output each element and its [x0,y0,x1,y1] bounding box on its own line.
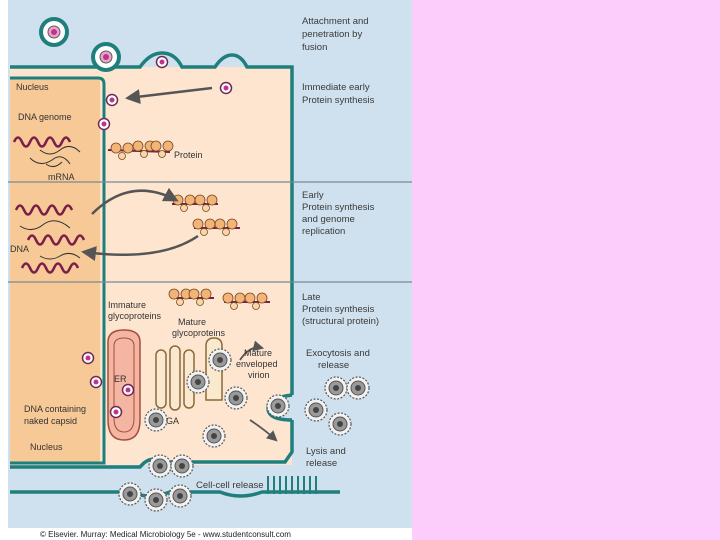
stage-immediate-2: Protein synthesis [302,95,375,106]
virion-attaching [93,44,119,70]
stage-early-3: and genome [302,214,355,225]
label-virion-2: enveloped [236,359,278,369]
credit-text: © Elsevier. Murray: Medical Microbiology… [40,530,291,539]
stage-attachment-3: fusion [302,42,327,53]
capsid-entering [221,83,232,94]
stage-early-1: Early [302,190,324,201]
endoplasmic-reticulum [108,330,140,440]
stage-attachment-1: Attachment and [302,16,369,27]
budding-virion [267,395,289,417]
virion-fusing [157,57,168,68]
label-dna-genome: DNA genome [18,112,72,122]
label-er: ER [114,374,127,384]
label-mature-gp-1: Mature [178,317,206,327]
label-capsid-2: naked capsid [24,416,77,426]
capsid-at-pore [107,95,118,106]
virion-free [41,19,67,45]
stage-late-3: (structural protein) [302,316,379,327]
stage-lysis-1: Lysis and [306,446,346,457]
stage-cell-cell: Cell-cell release [196,480,264,491]
stage-attachment-2: penetration by [302,29,362,40]
label-virion-1: Mature [244,348,272,358]
herpesvirus-replication-diagram: Nucleus DNA genome Protein mRNA DNA Imma… [0,0,412,540]
label-immature-2: glycoproteins [108,311,162,321]
stage-exocytosis-2: release [318,360,349,371]
label-mrna: mRNA [48,172,75,182]
stage-late-1: Late [302,292,321,303]
label-protein: Protein [174,150,203,160]
label-mature-gp-2: glycoproteins [172,328,226,338]
stage-late-2: Protein synthesis [302,304,375,315]
label-immature-1: Immature [108,300,146,310]
label-dna: DNA [10,244,29,254]
capsid-in-nucleus [99,119,110,130]
label-nucleus-bottom: Nucleus [30,442,63,452]
label-capsid-1: DNA containing [24,404,86,414]
label-virion-3: virion [248,370,270,380]
label-nucleus-top: Nucleus [16,82,49,92]
stage-early-4: replication [302,226,345,237]
label-ga: GA [166,416,179,426]
stage-exocytosis-1: Exocytosis and [306,348,370,359]
stage-early-2: Protein synthesis [302,202,375,213]
stage-lysis-2: release [306,458,337,469]
stage-immediate-1: Immediate early [302,82,370,93]
